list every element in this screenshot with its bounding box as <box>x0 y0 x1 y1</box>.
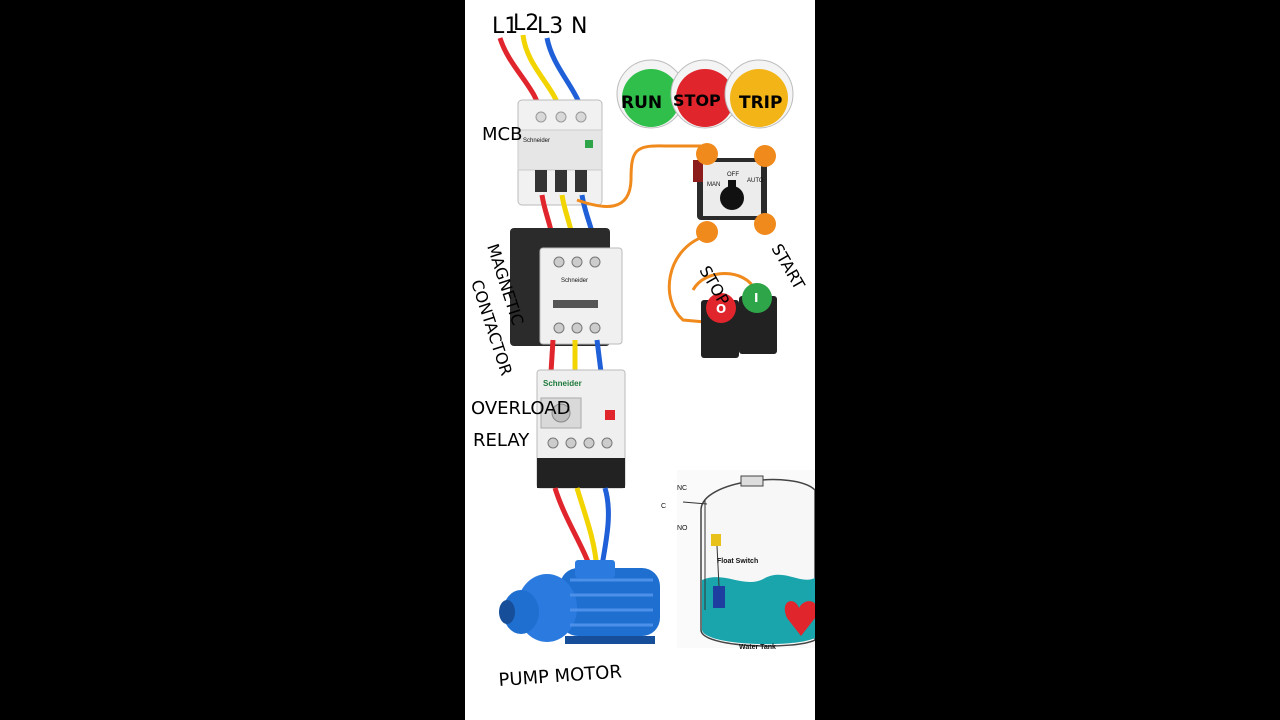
mcb: Schneider <box>517 99 603 206</box>
motor-label: PUMP MOTOR <box>498 661 623 691</box>
lamp-trip-label: TRIP <box>739 93 782 113</box>
wire-l3-contactor-olr <box>594 339 604 373</box>
push-buttons <box>701 283 777 358</box>
lamp-run-label: RUN <box>621 93 662 113</box>
tank-nc-label: NC <box>677 485 687 492</box>
stop-button-icon <box>706 293 736 323</box>
diagram-panel: L1 L2 L3 N Schneider MCB Schneider MAGNE… <box>465 0 815 720</box>
overload-brand: Schneider <box>543 379 582 388</box>
lamp-stop-label: STOP <box>673 91 721 110</box>
indicator-lamps <box>616 59 794 129</box>
float-switch-label: Float Switch <box>717 558 758 565</box>
magnetic-contactor: Schneider <box>510 228 623 346</box>
wiring-diagram: L1 L2 L3 N Schneider MCB Schneider MAGNE… <box>467 11 815 691</box>
tank-no-label: NO <box>677 525 688 532</box>
lamp-trip-icon <box>730 69 788 127</box>
overload-label-line2: RELAY <box>473 430 530 451</box>
pump-motor <box>499 560 660 644</box>
selector-switch <box>693 143 776 243</box>
stop-button-label: STOP <box>696 263 734 309</box>
lamp-stop-icon <box>676 69 734 127</box>
control-wire-stop <box>667 234 706 324</box>
start-button-label: START <box>768 241 809 293</box>
selector-auto-label: AUTO <box>747 178 764 184</box>
contactor-brand: Schneider <box>561 278 588 284</box>
supply-label-l2: L2 <box>513 11 539 36</box>
stop-button-symbol: O <box>716 302 726 316</box>
wire-l1-contactor-olr <box>548 339 556 373</box>
start-button-symbol: I <box>754 291 758 305</box>
overload-relay: Schneider <box>536 369 626 489</box>
start-button-icon <box>742 283 772 313</box>
supply-label-l3: L3 <box>537 14 563 39</box>
mcb-brand: Schneider <box>523 138 550 144</box>
overload-label-line1: OVERLOAD <box>471 398 570 419</box>
water-tank-label: Water Tank <box>739 644 776 651</box>
tank-c-label: C <box>661 503 666 510</box>
control-wire-supply <box>576 144 705 208</box>
supply-label-n: N <box>571 14 587 39</box>
wire-l3-olr-motor <box>598 487 611 573</box>
control-wire-start <box>691 272 757 291</box>
supply-label-l1: L1 <box>492 14 518 39</box>
selector-man-label: MAN <box>707 182 720 188</box>
selector-off-label: OFF <box>727 172 739 178</box>
lamp-run-icon <box>622 69 680 127</box>
mcb-label: MCB <box>482 124 522 145</box>
water-tank <box>677 470 815 648</box>
